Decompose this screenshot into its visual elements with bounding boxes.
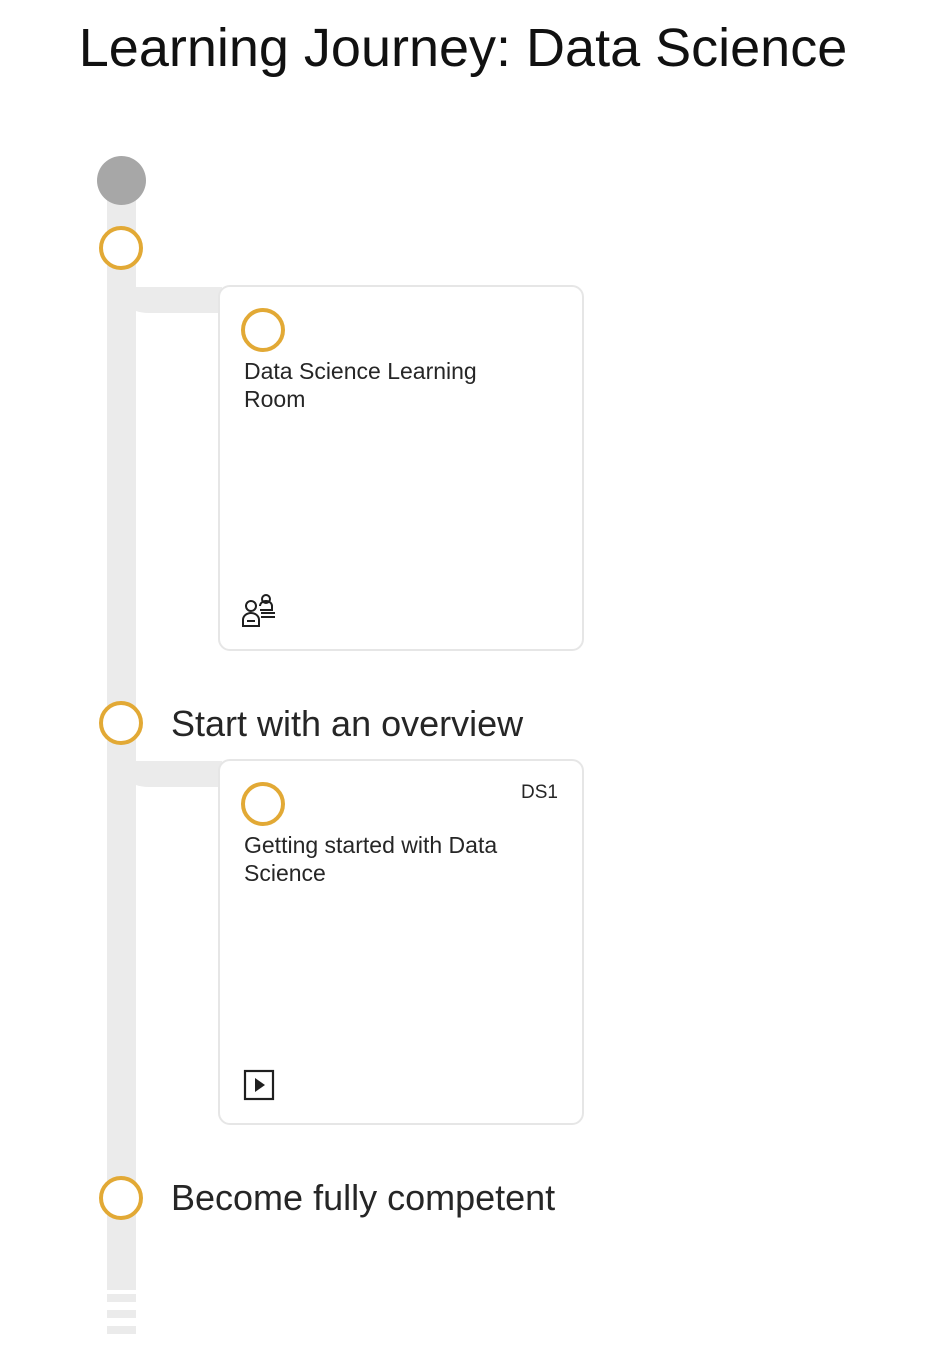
section-1-milestone-node — [99, 226, 143, 270]
section-2-label: Start with an overview — [171, 703, 524, 744]
page-title: Learning Journey: Data Science — [78, 18, 848, 78]
learning-room-icon — [242, 593, 278, 629]
learning-card-getting-started[interactable]: DS1 Getting started with Data Science — [218, 759, 584, 1125]
section-2-milestone-node — [99, 701, 143, 745]
timeline-track-fade-2 — [107, 1310, 136, 1318]
card-title: Data Science Learning Room — [244, 358, 477, 412]
timeline-track-fade-1 — [107, 1294, 136, 1302]
card-code: DS1 — [521, 782, 558, 803]
timeline-track-fade-3 — [107, 1326, 136, 1334]
section-1-branch-connector — [136, 287, 222, 343]
video-play-icon — [242, 1067, 278, 1103]
journey-start-node — [97, 156, 146, 205]
card-title: Getting started with Data Science — [244, 832, 498, 886]
card-progress-node — [241, 308, 285, 352]
card-progress-node — [241, 782, 285, 826]
section-3-milestone-node — [99, 1176, 143, 1220]
learning-card-data-science-room[interactable]: Data Science Learning Room — [218, 285, 584, 651]
section-2-branch-connector — [136, 761, 222, 817]
section-3-label: Become fully competent — [171, 1177, 556, 1218]
